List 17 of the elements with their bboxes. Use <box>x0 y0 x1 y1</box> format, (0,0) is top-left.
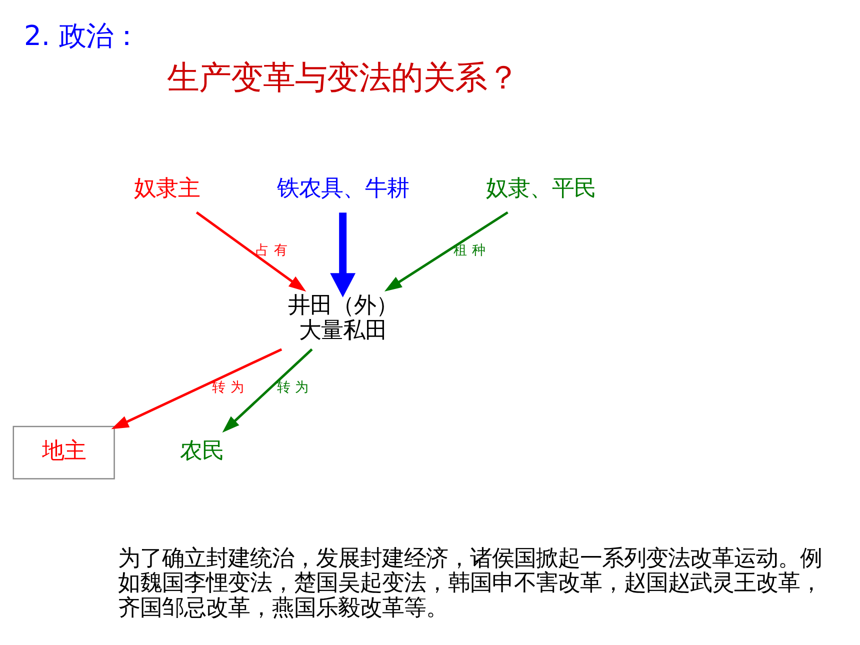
arrow <box>222 348 313 433</box>
diagram-title: 2. 政治： <box>24 20 140 52</box>
edge-label: 转 为 <box>276 379 310 396</box>
node-text: 铁农具、牛耕 <box>276 175 409 202</box>
node-text: 农民 <box>180 438 224 464</box>
edge-label: 转 为 <box>212 379 244 396</box>
node-text: 奴隶主 <box>134 175 200 202</box>
node-text: 奴隶、平民 <box>486 175 596 202</box>
node-box: 地主 <box>12 426 115 480</box>
edge-label: 占 有 <box>256 242 288 258</box>
arrow <box>384 211 508 292</box>
label: 生产变革与变法的关系？ <box>166 58 519 97</box>
label: 为了确立封建统治，发展封建经济，诸侯国掀起一系列变法改革运动。例如魏国李悝变法，楚国吴起变法，韩国申不害改革，赵国赵武灵王改革，齐国邹忌改革，燕国乐毅改革等。 <box>118 545 822 622</box>
arrow <box>330 212 356 298</box>
arrow <box>196 211 306 292</box>
arrow <box>111 348 282 430</box>
node-text: 井田（外） 大量私田 <box>288 292 398 344</box>
